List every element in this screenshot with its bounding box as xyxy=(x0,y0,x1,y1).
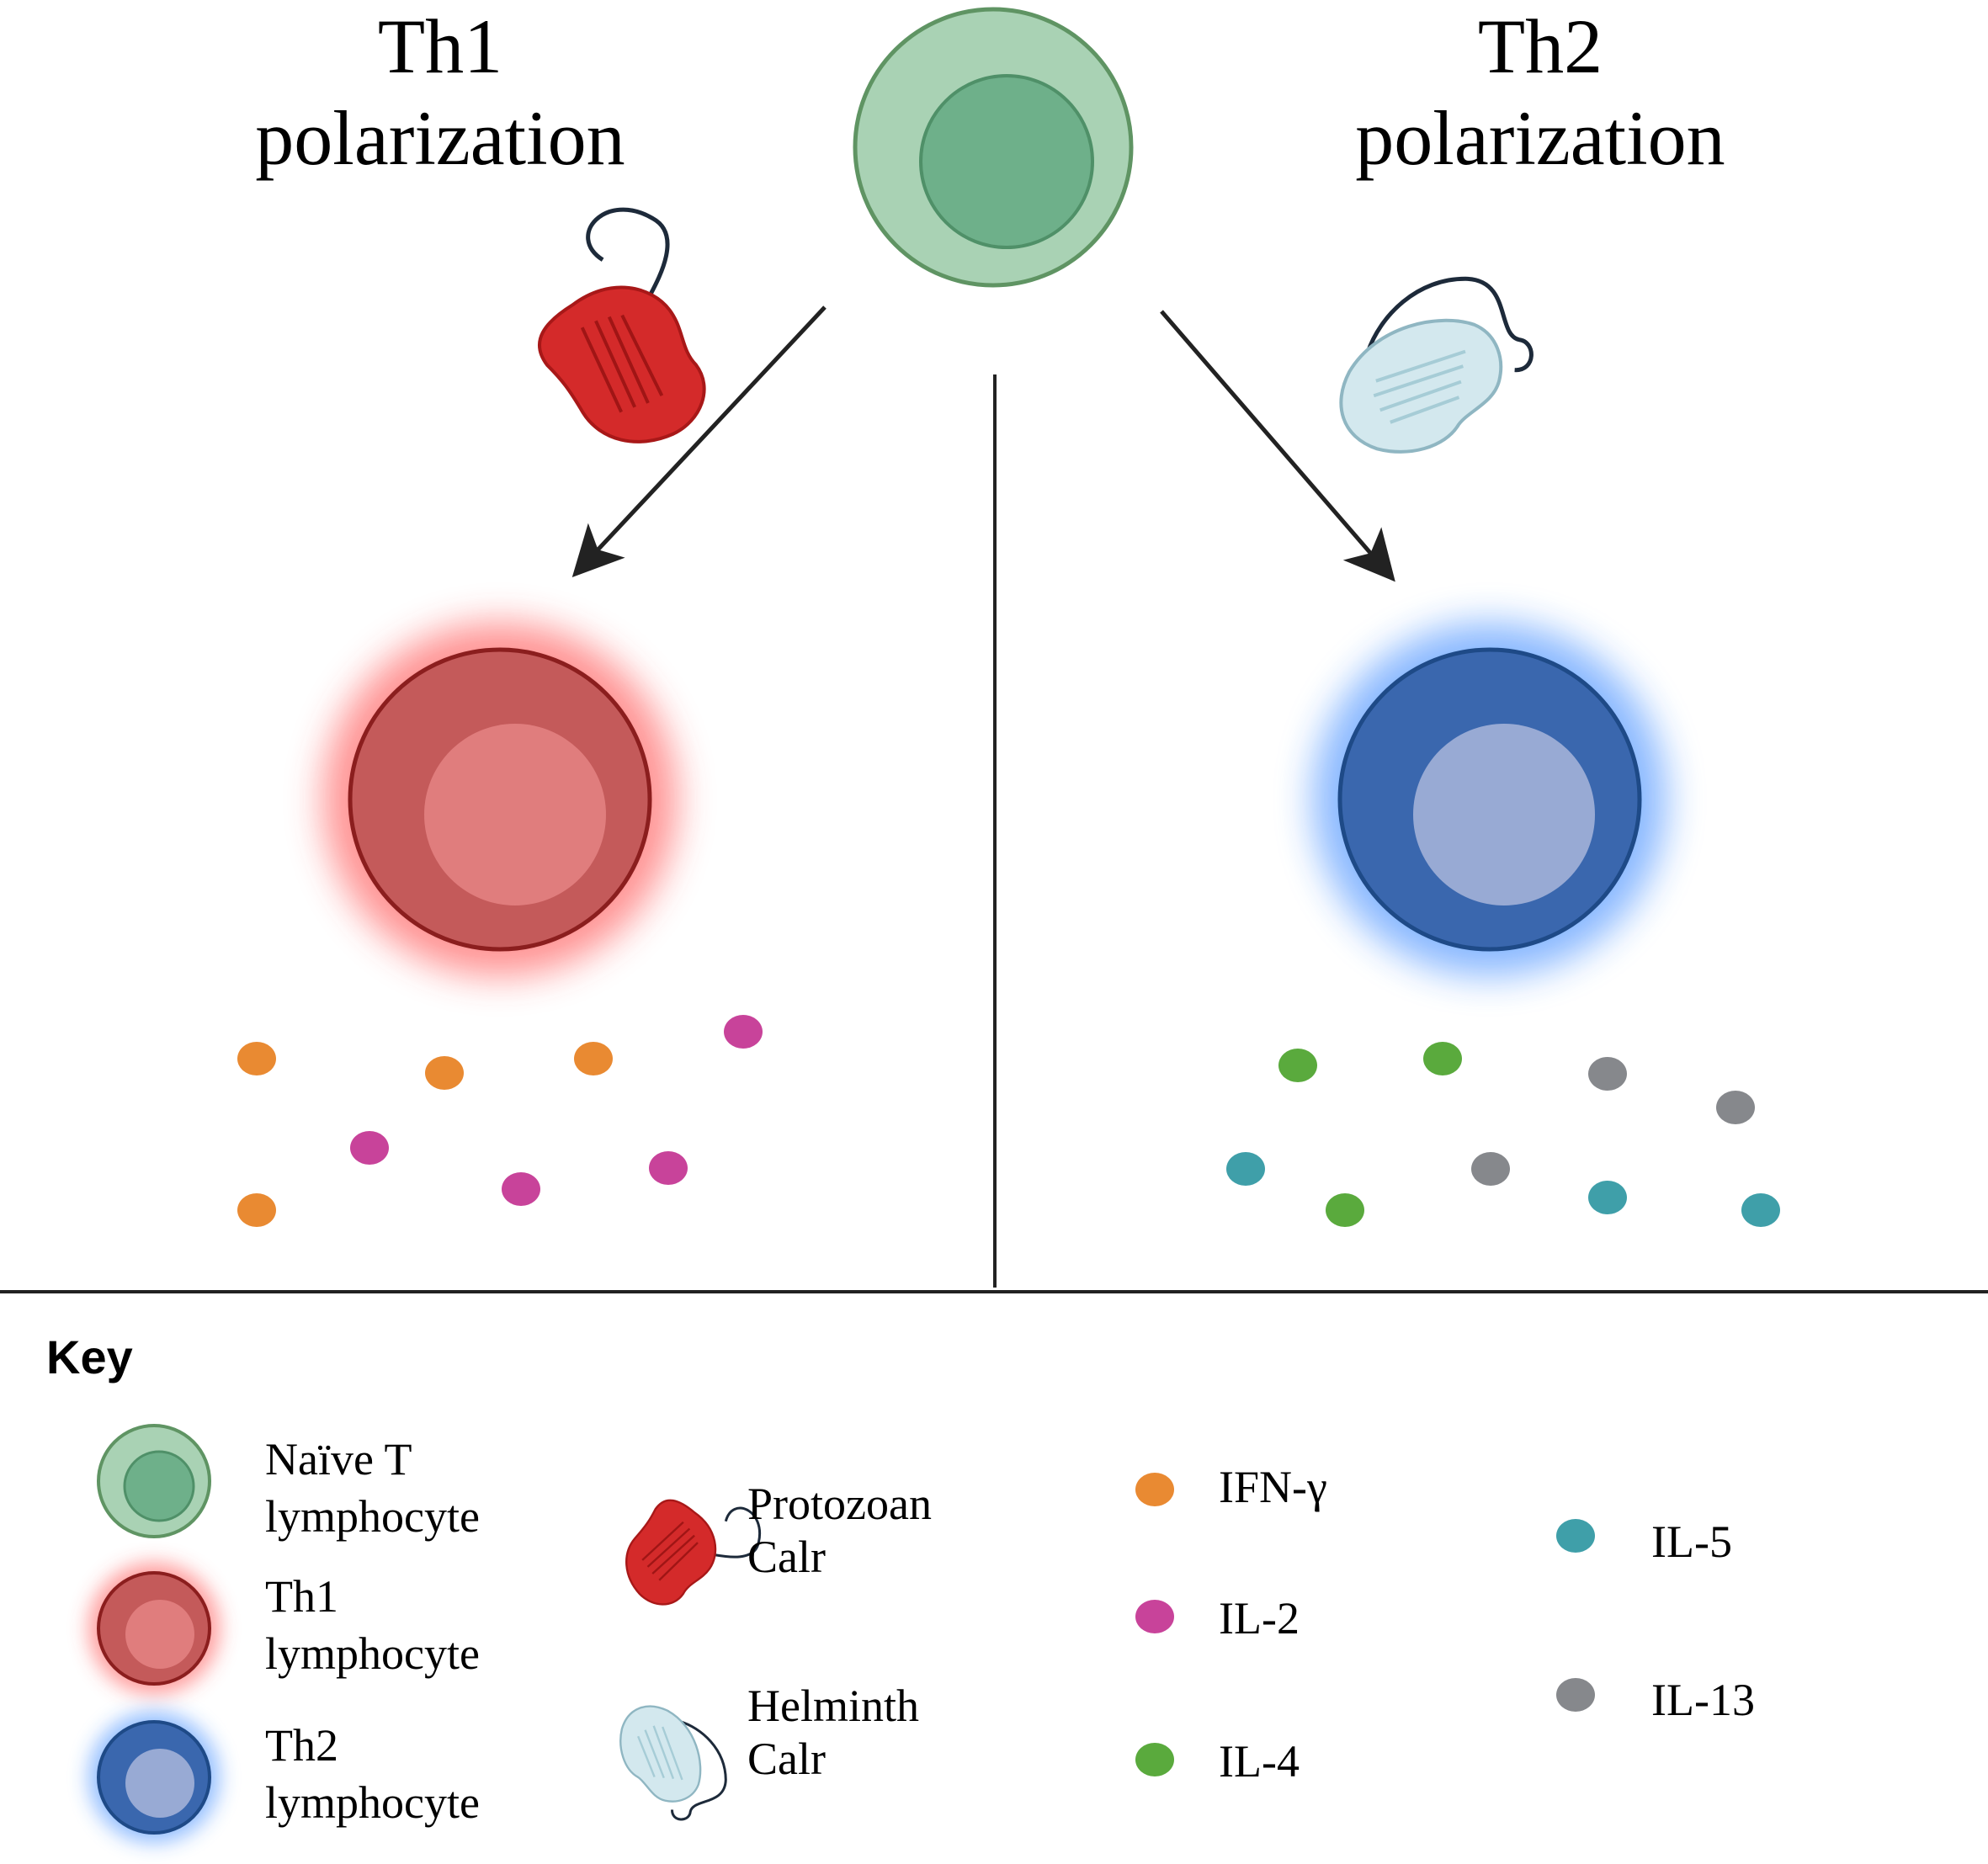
th2-title-line1: Th2 xyxy=(1478,3,1603,89)
il5-dot xyxy=(1741,1193,1780,1227)
key-helminth-line2: Calr xyxy=(747,1734,826,1784)
key-il13-label: IL-13 xyxy=(1651,1675,1755,1725)
il13-dot xyxy=(1716,1091,1755,1124)
th1-cell xyxy=(323,623,677,976)
helminth-key-icon xyxy=(613,1693,734,1829)
arrow-to-th2 xyxy=(1160,310,1395,582)
key-th1-line1: Th1 xyxy=(265,1571,338,1622)
key-th2-line2: lymphocyte xyxy=(265,1777,480,1828)
key-il4-label: IL-4 xyxy=(1219,1736,1300,1787)
key-protozoan: Protozoan Calr xyxy=(614,1479,932,1612)
ifng-dot xyxy=(237,1193,276,1227)
il13-swatch xyxy=(1556,1678,1595,1712)
il13-dot xyxy=(1588,1057,1627,1091)
ifng-swatch xyxy=(1135,1473,1174,1506)
il2-dot xyxy=(350,1131,389,1165)
ifng-dot xyxy=(425,1056,464,1090)
ifng-dot xyxy=(237,1042,276,1075)
key-protozoan-line1: Protozoan xyxy=(747,1479,932,1529)
key-th1: Th1 lymphocyte xyxy=(88,1563,480,1694)
arrow-to-th1 xyxy=(571,305,827,577)
key-th2-line1: Th2 xyxy=(265,1720,338,1771)
protozoan-key-icon xyxy=(614,1484,771,1612)
il4-dot xyxy=(1423,1042,1462,1075)
key-il4: IL-4 xyxy=(1135,1736,1300,1787)
key-helminth: Helminth Calr xyxy=(613,1681,919,1829)
key-naive-line2: lymphocyte xyxy=(265,1491,480,1542)
protozoan-icon xyxy=(528,200,728,450)
key-il13: IL-13 xyxy=(1556,1675,1755,1725)
th2-cytokines xyxy=(1226,1042,1780,1227)
key-naive-t: Naïve T lymphocyte xyxy=(97,1424,480,1542)
il4-dot xyxy=(1326,1193,1364,1227)
th2-cell xyxy=(1313,623,1666,976)
th1-title-line1: Th1 xyxy=(378,3,502,89)
naive-t-cell xyxy=(853,7,1134,288)
il2-dot xyxy=(649,1151,688,1185)
il2-dot xyxy=(724,1015,763,1049)
key-ifng: IFN-γ xyxy=(1135,1462,1327,1512)
key-naive-line1: Naïve T xyxy=(265,1434,412,1484)
key-heading: Key xyxy=(46,1330,133,1383)
th2-title: Th2 polarization xyxy=(1355,3,1725,181)
key-il5-label: IL-5 xyxy=(1651,1516,1732,1567)
il5-swatch xyxy=(1556,1519,1595,1553)
key-helminth-line1: Helminth xyxy=(747,1681,919,1731)
ifng-dot xyxy=(574,1042,613,1075)
key-th2: Th2 lymphocyte xyxy=(88,1712,480,1843)
il2-dot xyxy=(502,1172,540,1206)
key-protozoan-line2: Calr xyxy=(747,1532,826,1582)
key-ifng-label: IFN-γ xyxy=(1219,1462,1327,1512)
key-il2-label: IL-2 xyxy=(1219,1593,1300,1644)
th1-cytokines xyxy=(237,1015,763,1227)
key-il2: IL-2 xyxy=(1135,1593,1300,1644)
il4-swatch xyxy=(1135,1743,1174,1776)
th2-title-line2: polarization xyxy=(1355,95,1725,181)
key-il5: IL-5 xyxy=(1556,1516,1732,1567)
il5-dot xyxy=(1588,1181,1627,1214)
th1-title-line2: polarization xyxy=(255,95,625,181)
il13-dot xyxy=(1471,1152,1510,1186)
il4-dot xyxy=(1278,1049,1317,1082)
il2-swatch xyxy=(1135,1600,1174,1633)
th1-title: Th1 polarization xyxy=(255,3,625,181)
il5-dot xyxy=(1226,1152,1265,1186)
helminth-icon xyxy=(1326,270,1542,459)
key-th1-line2: lymphocyte xyxy=(265,1628,480,1679)
